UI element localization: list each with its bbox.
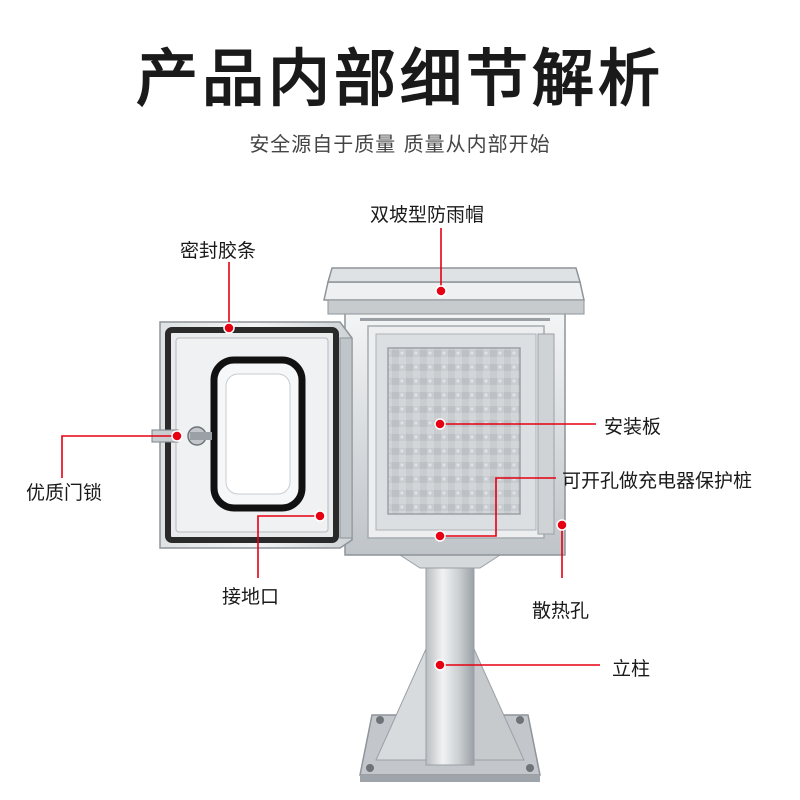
callout-vent-holes: 散热孔 bbox=[532, 600, 590, 622]
callout-door-lock: 优质门锁 bbox=[26, 482, 103, 504]
marker-dots bbox=[171, 285, 568, 671]
rain-hood bbox=[323, 267, 585, 315]
callout-ground-port: 接地口 bbox=[222, 586, 280, 608]
callout-mounting-plate: 安装板 bbox=[604, 416, 662, 438]
page-title: 产品内部细节解析 bbox=[135, 42, 664, 115]
callout-post: 立柱 bbox=[612, 658, 651, 680]
open-door bbox=[151, 321, 353, 549]
page-subtitle: 安全源自于质量 质量从内部开始 bbox=[249, 132, 551, 156]
lock-icon bbox=[187, 426, 212, 446]
vent-holes bbox=[360, 318, 550, 321]
callout-breaker-holes: 可开孔做充电器保护桩 bbox=[562, 470, 753, 492]
callout-rain-hood: 双坡型防雨帽 bbox=[370, 204, 485, 226]
post bbox=[398, 554, 502, 766]
callout-seal-strip: 密封胶条 bbox=[180, 240, 257, 262]
cabinet-body bbox=[344, 309, 566, 556]
leader-lines bbox=[61, 228, 600, 666]
